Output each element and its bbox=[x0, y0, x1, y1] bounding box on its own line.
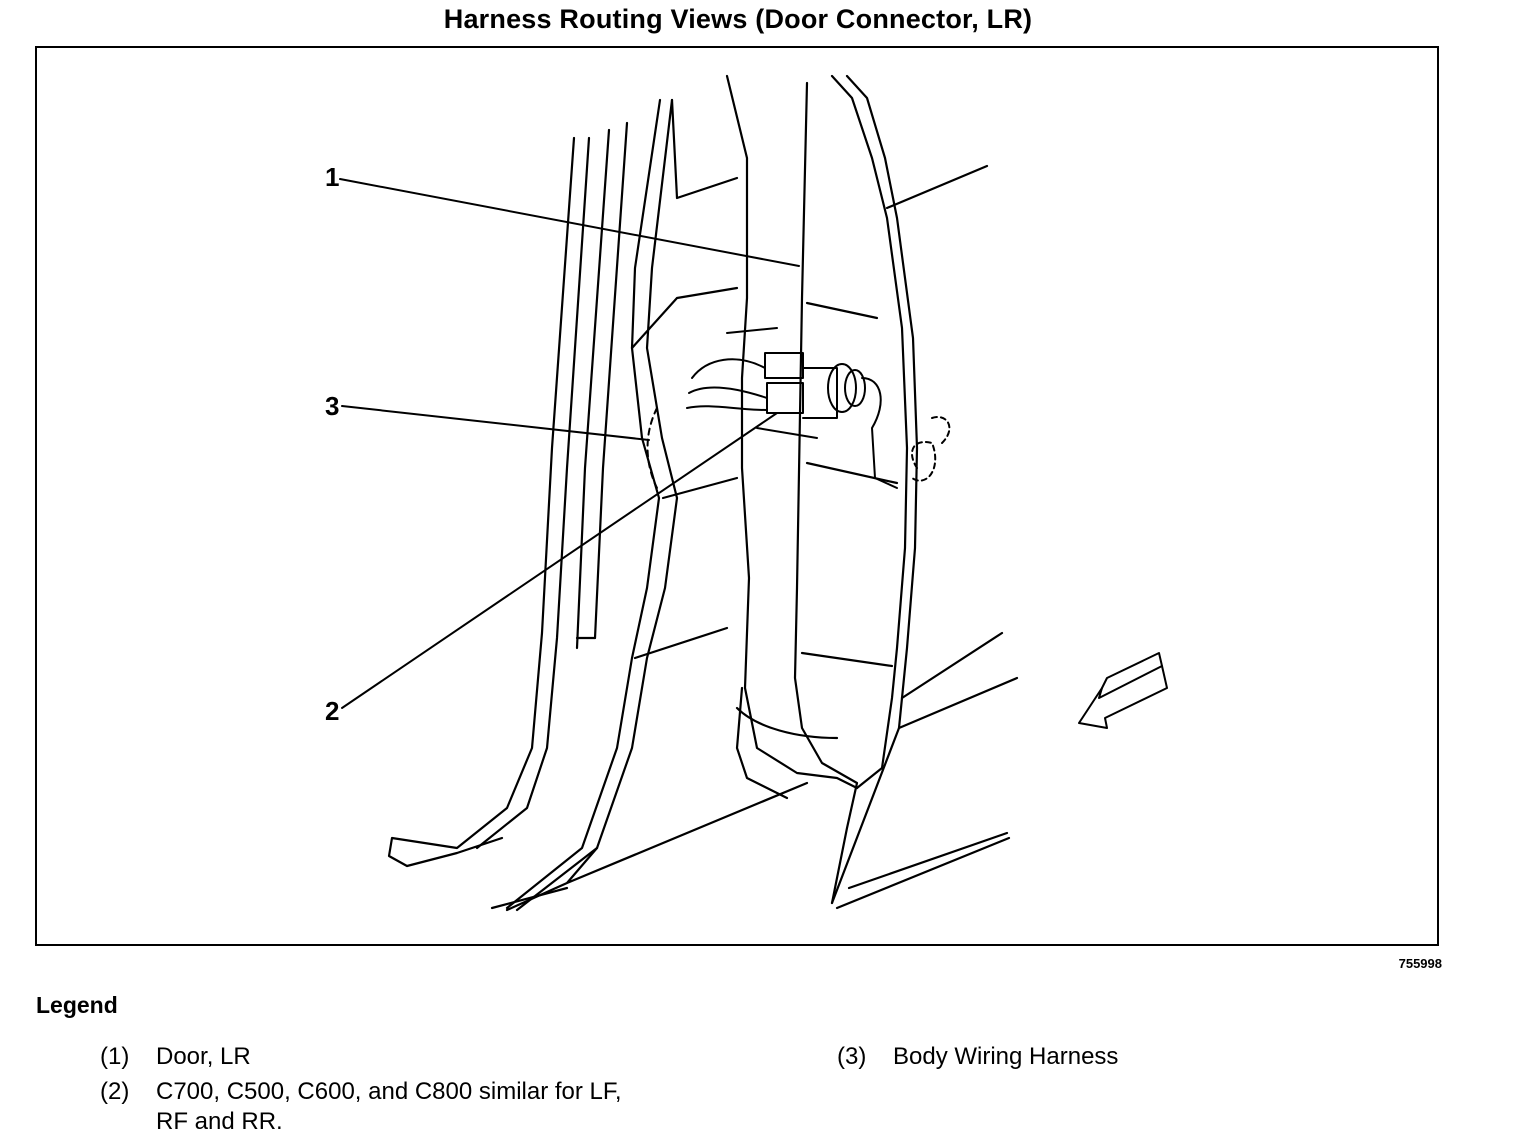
legend-text: C700, C500, C600, and C800 similar for L… bbox=[156, 1078, 622, 1105]
body-pillar bbox=[387, 98, 809, 912]
legend-number: (3) bbox=[837, 1043, 867, 1070]
legend-text-continued: RF and RR. bbox=[156, 1108, 283, 1135]
diagram-title: Harness Routing Views (Door Connector, L… bbox=[443, 4, 1033, 34]
figure-id: 755998 bbox=[1398, 956, 1442, 971]
legend-number: (2) bbox=[100, 1078, 130, 1105]
view-direction-arrow bbox=[1078, 652, 1168, 729]
callout-1: 1 bbox=[325, 162, 339, 192]
legend-heading: Legend bbox=[36, 992, 118, 1018]
door-connector-illustration: 1 3 2 bbox=[325, 74, 1168, 912]
callout-2: 2 bbox=[325, 696, 339, 726]
door-opening bbox=[725, 74, 859, 800]
illustration-frame: 1 3 2 bbox=[35, 46, 1439, 946]
legend-text: Body Wiring Harness bbox=[893, 1043, 1119, 1070]
door-connector bbox=[646, 327, 951, 489]
leader-lines bbox=[339, 178, 800, 709]
callout-3: 3 bbox=[325, 391, 339, 421]
legend-text: Door, LR bbox=[156, 1043, 251, 1070]
door-panel bbox=[793, 74, 1019, 910]
legend-number: (1) bbox=[100, 1043, 130, 1070]
